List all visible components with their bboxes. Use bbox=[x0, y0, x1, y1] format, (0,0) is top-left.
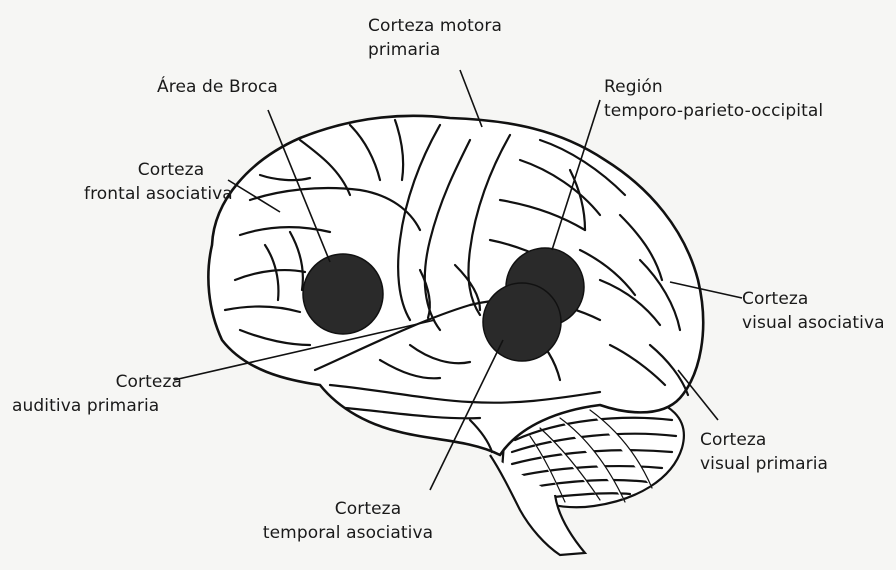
label-line: visual primaria bbox=[700, 452, 828, 476]
label-line: Corteza motora bbox=[368, 14, 502, 38]
label-region-tpo: Región temporo-parieto-occipital bbox=[604, 75, 823, 123]
label-line: Corteza bbox=[12, 370, 182, 394]
label-corteza-visual-asociativa: Corteza visual asociativa bbox=[742, 287, 885, 335]
label-corteza-temporal-asociativa: Corteza temporal asociativa bbox=[253, 497, 443, 545]
label-line: Corteza bbox=[116, 158, 226, 182]
label-line: primaria bbox=[368, 38, 502, 62]
label-line: Corteza bbox=[253, 497, 443, 521]
label-line: auditiva primaria bbox=[12, 394, 182, 418]
broca-area-spot bbox=[303, 254, 383, 334]
label-corteza-motora-primaria: Corteza motora primaria bbox=[368, 14, 502, 62]
label-area-de-broca: Área de Broca bbox=[157, 75, 278, 99]
label-line: visual asociativa bbox=[742, 311, 885, 335]
label-line: Área de Broca bbox=[157, 75, 278, 99]
temporal-assoc-spot bbox=[483, 283, 561, 361]
label-line: temporal asociativa bbox=[253, 521, 443, 545]
label-corteza-frontal-asociativa: Corteza frontal asociativa bbox=[116, 158, 226, 206]
label-corteza-auditiva-primaria: Corteza auditiva primaria bbox=[12, 370, 182, 418]
label-line: temporo-parieto-occipital bbox=[604, 99, 823, 123]
label-line: frontal asociativa bbox=[84, 182, 226, 206]
label-corteza-visual-primaria: Corteza visual primaria bbox=[700, 428, 828, 476]
label-line: Corteza bbox=[742, 287, 885, 311]
label-line: Corteza bbox=[700, 428, 828, 452]
label-line: Región bbox=[604, 75, 823, 99]
